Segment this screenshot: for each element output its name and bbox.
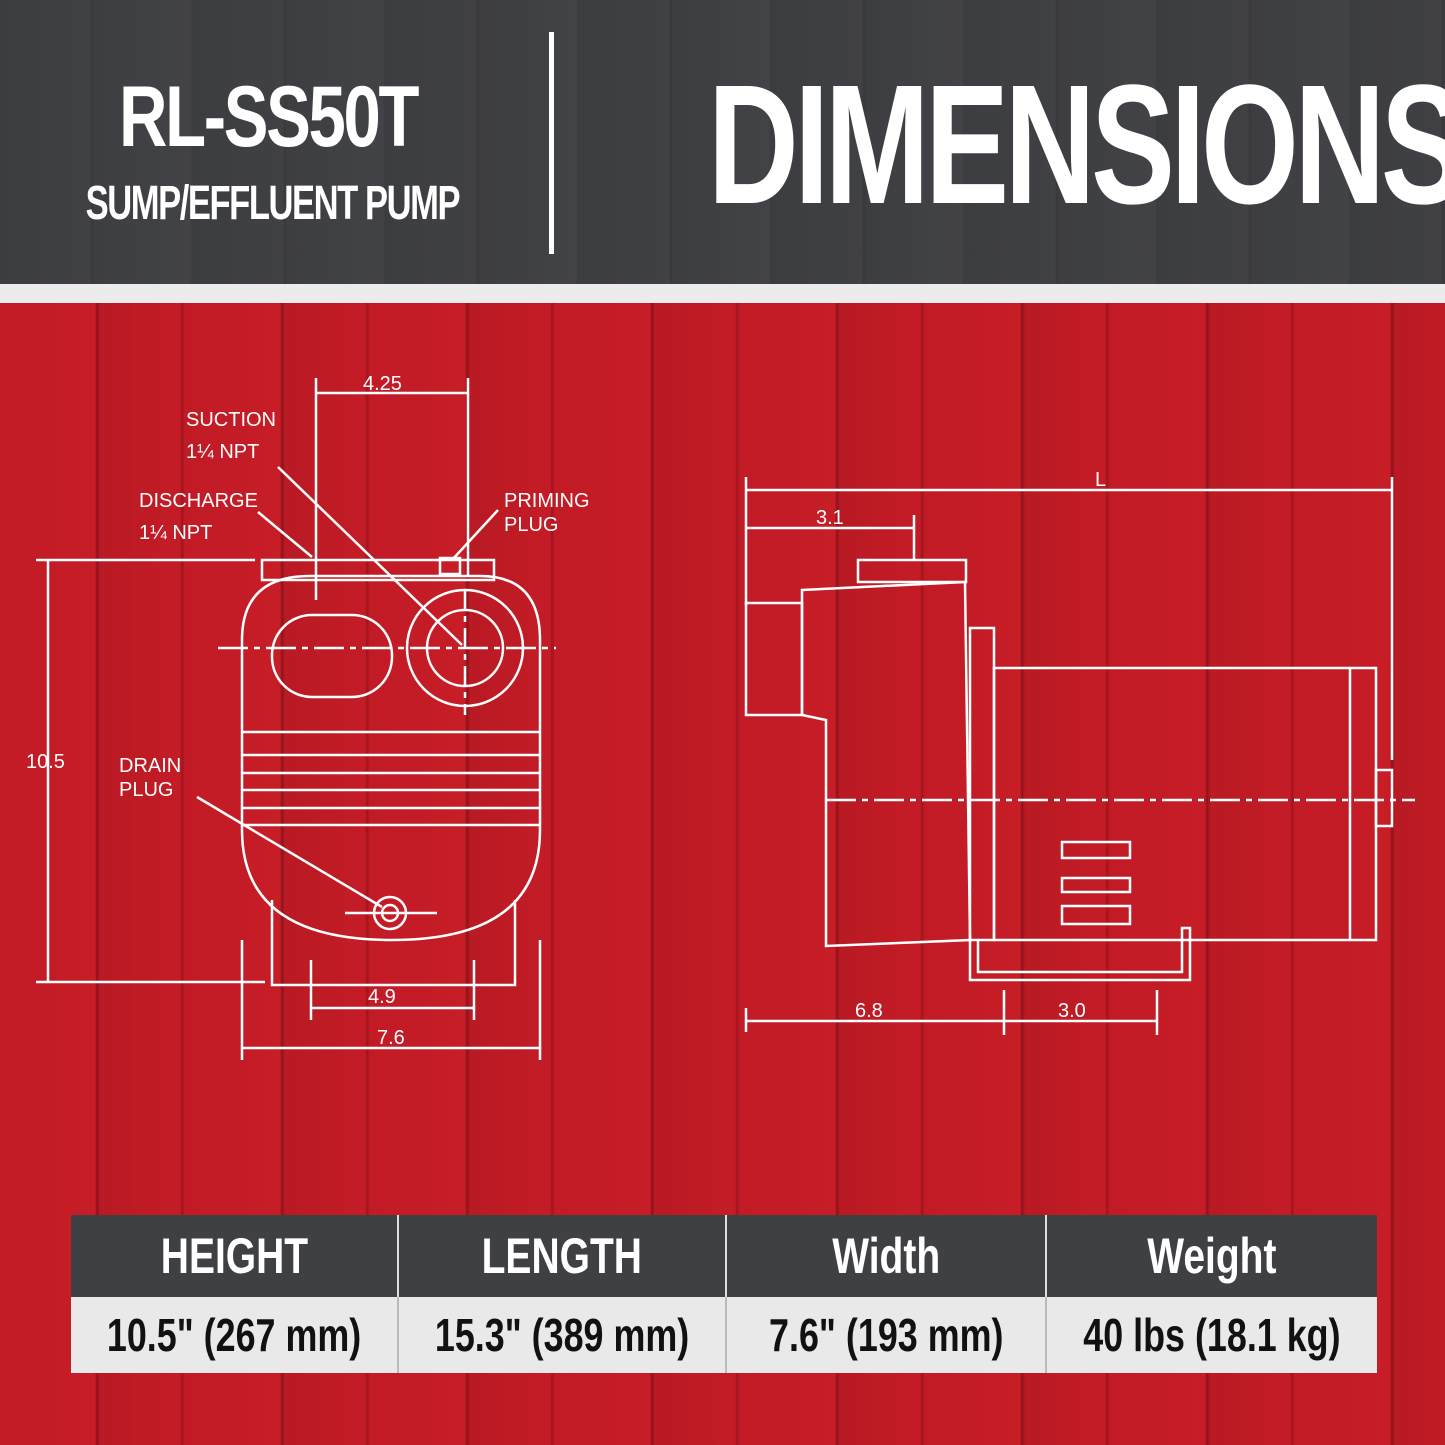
specs-header-row: HEIGHT LENGTH Width Weight [71,1215,1377,1297]
product-subtitle: SUMP/EFFLUENT PUMP [85,177,461,230]
value-width: 7.6" (193 mm) [726,1297,1048,1373]
value-weight: 40 lbs (18.1 kg) [1046,1297,1377,1373]
drain-label-2: PLUG [119,779,173,801]
dim-width-top: 4.25 [363,373,402,395]
header-width: Width [726,1215,1048,1297]
drain-label: DRAIN [119,755,181,777]
header-vertical-divider [549,32,554,254]
suction-label: SUCTION [186,409,276,431]
discharge-size: 1¼ NPT [139,522,212,544]
dim-foot-width: 3.0 [1058,1000,1086,1022]
dim-base-width: 4.9 [368,986,396,1008]
header-weight: Weight [1046,1215,1377,1297]
dim-overall-width: 7.6 [377,1027,405,1049]
dim-length: L [1095,469,1106,491]
specs-value-row: 10.5" (267 mm) 15.3" (389 mm) 7.6" (193 … [71,1297,1377,1373]
model-number: RL-SS50T [118,69,419,165]
dim-inlet-offset: 3.1 [816,507,844,529]
dim-height: 10.5 [26,751,65,773]
header-band [0,0,1445,284]
value-height: 10.5" (267 mm) [71,1297,400,1373]
priming-label: PRIMING [504,490,590,512]
specs-table: HEIGHT LENGTH Width Weight 10.5" (267 mm… [71,1215,1377,1373]
header-height: HEIGHT [71,1215,400,1297]
dim-front-to-foot: 6.8 [855,1000,883,1022]
side-view-drawing: L 3.1 6.8 3.0 [744,469,1415,1035]
header-divider-stripe [0,284,1445,303]
header-length: LENGTH [398,1215,728,1297]
front-view-drawing: 4.25 SUCTION 1¼ NPT DISCHARGE 1¼ NPT PRI… [26,373,590,1060]
value-length: 15.3" (389 mm) [398,1297,728,1373]
suction-size: 1¼ NPT [186,441,259,463]
priming-label-2: PLUG [504,514,558,536]
discharge-label: DISCHARGE [139,490,258,512]
